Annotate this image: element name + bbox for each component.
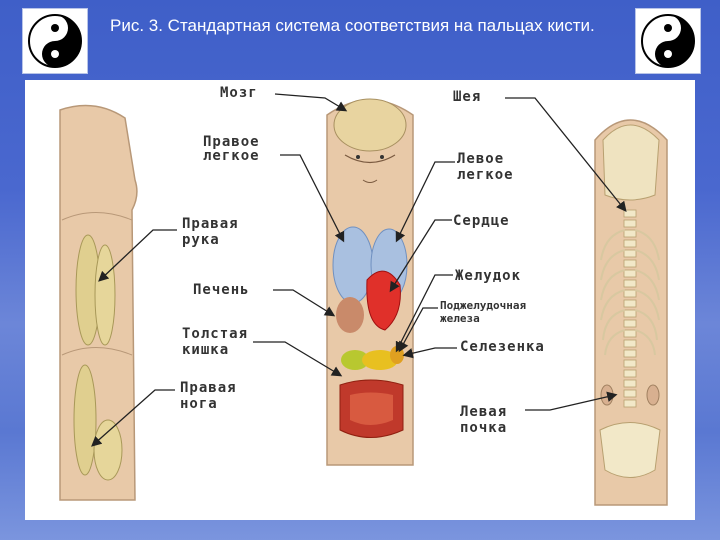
illustration-panel: Мозг Шея Правое легкое Левое легкое Серд… xyxy=(25,80,695,520)
arrow-left-lung xyxy=(397,162,455,240)
arrow-brain xyxy=(275,94,345,110)
slide-title: Рис. 3. Стандартная система соответствия… xyxy=(110,14,630,37)
arrow-neck xyxy=(505,98,625,210)
arrow-right-lung xyxy=(280,155,343,240)
arrow-right-leg xyxy=(93,390,175,445)
yin-yang-icon xyxy=(22,8,88,74)
arrow-colon xyxy=(253,342,340,375)
arrow-spleen xyxy=(405,348,457,355)
arrow-liver xyxy=(273,290,333,315)
arrow-stomach xyxy=(397,275,453,350)
arrow-heart xyxy=(391,220,452,290)
arrow-left-kidney xyxy=(525,395,615,410)
arrow-right-arm xyxy=(100,230,177,280)
leader-arrows xyxy=(25,80,695,520)
yin-yang-icon xyxy=(635,8,701,74)
arrow-pancreas xyxy=(400,308,438,350)
